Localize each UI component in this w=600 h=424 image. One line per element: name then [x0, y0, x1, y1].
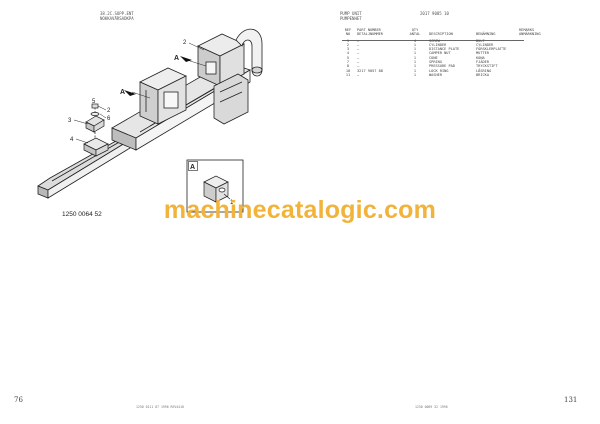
parts-table-header: REF NO PART NUMBER DETALJNUMMER QTY ANTA…: [342, 28, 562, 39]
parts-list-table: REF NO PART NUMBER DETALJNUMMER QTY ANTA…: [342, 28, 562, 77]
table-row: 7 – 1 SPRING FJÄDER: [346, 60, 489, 65]
page-number-left: 76: [14, 396, 23, 404]
table-header-rule: [342, 40, 524, 41]
table-row: 1 – 4 SCREW BULT: [346, 38, 485, 43]
table-row: 4 – 1 CAMPER NUT MUTTER: [346, 51, 489, 56]
callout-6: 6: [107, 116, 111, 122]
table-row: 8 – 1 PRESSURE PAD TRYCKSTIFT: [346, 64, 498, 69]
fastener-stack: [83, 103, 109, 157]
section-header-left: 38.2C.SUPP.ENT NOKKAVÄRSADKPA: [100, 11, 134, 21]
col-remarks: REMARKS ANMÄRKNING: [519, 28, 541, 37]
footer-text-right: 1250 0089 52 1996: [415, 405, 448, 409]
leader-lines: [73, 42, 207, 144]
carriage-block: [139, 67, 187, 125]
detail-callout-1: 1: [230, 200, 234, 206]
col-part-number: PART NUMBER DETALJNUMMER: [357, 28, 383, 37]
detail-view-label: A: [190, 164, 195, 171]
illustration-reference-number: 1250 0064 52: [62, 211, 102, 218]
watermark-text: machinecatalogic.com: [163, 196, 437, 224]
col-ref-no: REF NO: [344, 28, 352, 37]
view-arrows: [124, 56, 192, 96]
section-header-right: PUMP UNIT PUMPENHET: [340, 11, 362, 21]
table-row: 2 – 1 CYLINDER CYLINDER: [346, 42, 494, 47]
table-row: 10 3217 9057 88 1 LOCK RING LÅSRING: [345, 68, 492, 73]
callout-5: 5: [92, 99, 96, 105]
pump-unit: [197, 28, 263, 125]
col-benamning: BENÄMNING: [476, 32, 496, 37]
table-row: 11 – 1 WASHER BRICKA: [345, 72, 489, 77]
table-row: 3 – 1 DISTANCE PLATE FÖRSKLERPLATTE: [346, 47, 507, 52]
callout-4: 4: [70, 137, 74, 143]
callout-2-left: 2: [107, 108, 111, 114]
col-qty: QTY ANTAL: [409, 28, 421, 37]
rail-lower: [37, 131, 133, 199]
page-number-right: 131: [564, 396, 578, 404]
detail-view-a: [186, 159, 244, 213]
callout-3: 3: [68, 118, 72, 124]
assembly-number: 2017 9085 10: [420, 11, 449, 16]
view-marker-a-lower: A: [120, 89, 125, 96]
col-description: DESCRIPTION: [429, 32, 453, 37]
callout-1: 2: [183, 40, 187, 46]
view-marker-a-upper: A: [174, 55, 179, 62]
table-row: 5 – 1 CONE KONA: [346, 55, 485, 60]
footer-text-left: 1250 0111 87 1996 REV4410: [136, 405, 184, 409]
